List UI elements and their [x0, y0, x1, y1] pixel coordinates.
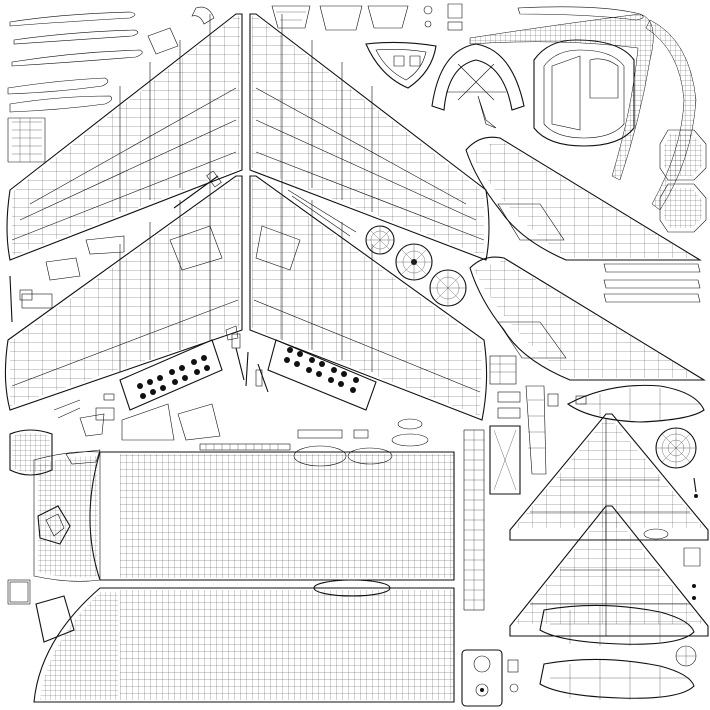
fuselage-bands	[199, 418, 429, 467]
vent-panel-left	[119, 339, 223, 411]
instrument-disk-group	[461, 649, 519, 707]
wheel-group	[365, 225, 467, 307]
wing-lower-left	[4, 175, 243, 411]
rudder-teardrop	[566, 384, 705, 423]
fuselage-cutout-detail	[37, 505, 71, 545]
canopy-frame-arch	[431, 43, 525, 129]
small-parts-top	[147, 3, 463, 55]
fuselage-upper-panel	[33, 451, 455, 582]
flap-strip-group	[7, 11, 143, 163]
wing-lower-right	[249, 175, 488, 421]
small-oval-right	[643, 528, 701, 600]
hatch-panels-right	[659, 129, 707, 233]
vent-panel-right	[267, 339, 377, 411]
wing-upper-left	[6, 13, 243, 261]
curved-strip-group	[469, 6, 697, 211]
fuselage-lower-panel	[33, 579, 455, 703]
tail-small-strips	[603, 263, 701, 303]
propeller-disk	[655, 427, 698, 498]
hub-disk-bottom-right	[675, 645, 697, 667]
tailplane-upper	[465, 136, 702, 261]
cockpit-window-frame	[533, 39, 635, 147]
tailplane-lower	[469, 256, 706, 381]
stabilizer-lower-right	[509, 505, 709, 637]
ski-lower	[539, 658, 695, 700]
landing-gear-parts	[173, 170, 357, 393]
mid-right-parts	[463, 355, 587, 611]
ski-upper	[539, 604, 695, 646]
canopy-frame-small	[365, 41, 437, 89]
mid-left-parts	[7, 235, 221, 605]
